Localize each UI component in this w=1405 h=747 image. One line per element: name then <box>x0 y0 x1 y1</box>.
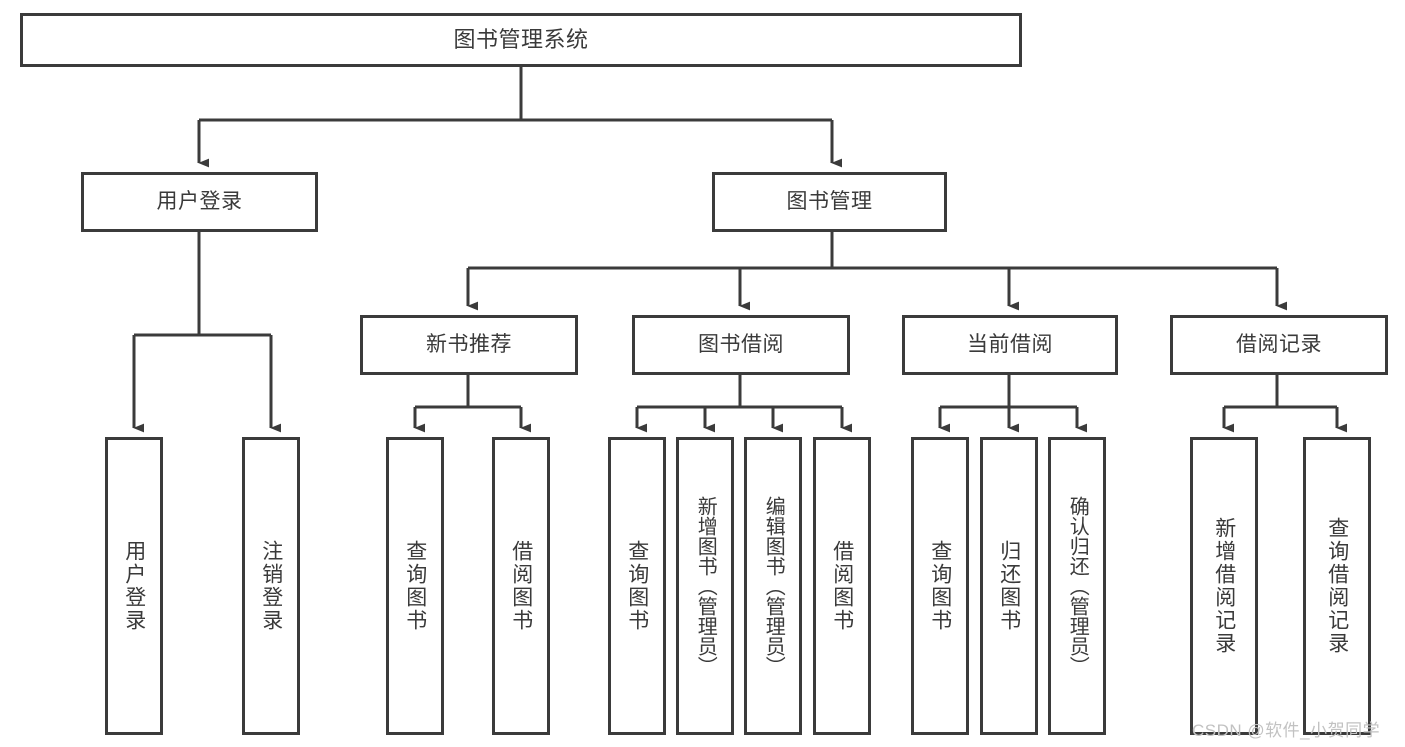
node-leaf-return-book[interactable]: 归还图书 <box>980 437 1038 735</box>
csdn-watermark: CSDN @软件_小贺同学 <box>1192 721 1381 740</box>
node-label: 新书推荐 <box>426 333 512 357</box>
node-book-management[interactable]: 图书管理 <box>712 172 947 232</box>
node-label: 查询图书 <box>403 540 427 632</box>
node-leaf-confirm-return-admin[interactable]: 确认归还（管理员） <box>1048 437 1106 735</box>
node-leaf-add-book-admin[interactable]: 新增图书（管理员） <box>676 437 734 735</box>
node-label: 查询图书 <box>928 540 952 632</box>
node-label: 借阅图书 <box>830 540 854 632</box>
node-label: 确认归还（管理员） <box>1066 496 1089 676</box>
node-label: 用户登录 <box>122 540 146 632</box>
node-label: 新增图书（管理员） <box>694 496 717 676</box>
node-label: 图书管理系统 <box>453 26 589 52</box>
node-label: 用户登录 <box>156 190 243 214</box>
node-current-borrow[interactable]: 当前借阅 <box>902 315 1118 375</box>
node-leaf-borrow-book-recommend[interactable]: 借阅图书 <box>492 437 550 735</box>
node-leaf-query-book-borrow[interactable]: 查询图书 <box>608 437 666 735</box>
node-leaf-borrow-book[interactable]: 借阅图书 <box>813 437 871 735</box>
node-leaf-query-book-current[interactable]: 查询图书 <box>911 437 969 735</box>
node-label: 借阅记录 <box>1236 333 1322 357</box>
node-label: 借阅图书 <box>509 540 533 632</box>
node-leaf-user-login[interactable]: 用户登录 <box>105 437 163 735</box>
node-new-book-recommend[interactable]: 新书推荐 <box>360 315 578 375</box>
node-leaf-query-book-recommend[interactable]: 查询图书 <box>386 437 444 735</box>
node-borrow-record[interactable]: 借阅记录 <box>1170 315 1388 375</box>
node-label: 当前借阅 <box>967 333 1053 357</box>
node-label: 查询图书 <box>625 540 649 632</box>
node-label: 图书借阅 <box>698 333 784 357</box>
node-leaf-edit-book-admin[interactable]: 编辑图书（管理员） <box>744 437 802 735</box>
node-label: 编辑图书（管理员） <box>762 496 785 676</box>
node-label: 查询借阅记录 <box>1325 517 1349 655</box>
node-book-borrow[interactable]: 图书借阅 <box>632 315 850 375</box>
node-root-book-management-system[interactable]: 图书管理系统 <box>20 13 1022 67</box>
node-label: 注销登录 <box>259 540 283 632</box>
node-label: 新增借阅记录 <box>1212 517 1236 655</box>
node-leaf-query-borrow-record[interactable]: 查询借阅记录 <box>1303 437 1371 735</box>
node-leaf-logout[interactable]: 注销登录 <box>242 437 300 735</box>
node-user-login[interactable]: 用户登录 <box>81 172 318 232</box>
node-label: 归还图书 <box>997 540 1021 632</box>
node-label: 图书管理 <box>786 190 873 214</box>
node-leaf-add-borrow-record[interactable]: 新增借阅记录 <box>1190 437 1258 735</box>
